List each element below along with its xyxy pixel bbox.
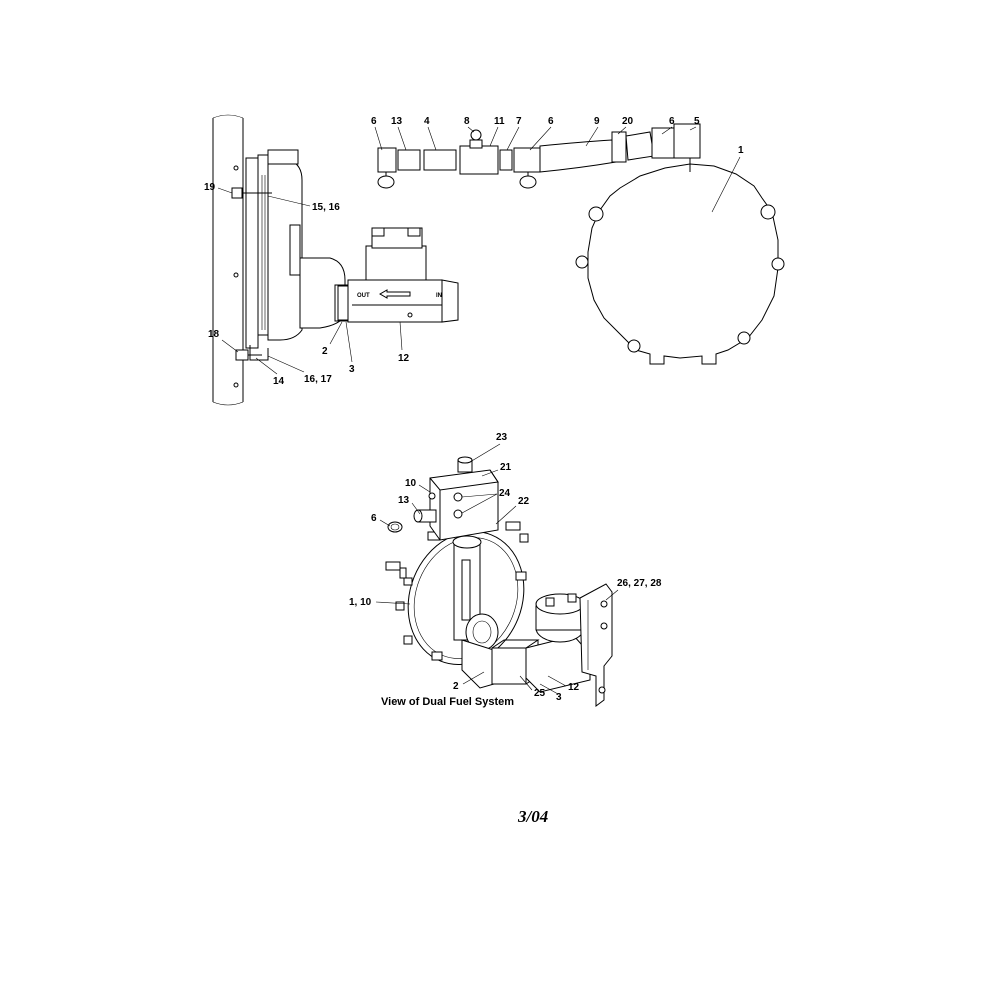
callout-19: 19 [204, 182, 216, 193]
callout-12b: 12 [568, 682, 580, 693]
callout-6d: 6 [371, 513, 377, 524]
callout-1-10: 1, 10 [349, 597, 372, 608]
callout-22: 22 [518, 496, 530, 507]
callout-24: 24 [499, 488, 511, 499]
callout-3b: 3 [556, 692, 562, 703]
dual-fuel-system-view [385, 456, 613, 707]
callout-14: 14 [273, 376, 285, 387]
view-caption: View of Dual Fuel System [381, 696, 514, 708]
callout-20: 20 [622, 116, 634, 127]
callout-3a: 3 [349, 364, 355, 375]
valve-in-label: IN [436, 293, 442, 299]
callout-5: 5 [694, 116, 700, 127]
callout-9: 9 [594, 116, 600, 127]
callout-6b: 6 [548, 116, 554, 127]
flow-arrow-icon [378, 289, 411, 299]
callout-4: 4 [424, 116, 430, 127]
callout-13b: 13 [398, 495, 410, 506]
top-callouts: 6 13 4 8 11 7 6 9 20 6 5 1 19 15, 16 18 … [204, 116, 744, 387]
revision-date: 3/04 [517, 807, 548, 826]
callout-23: 23 [496, 432, 508, 443]
callout-6a: 6 [371, 116, 377, 127]
callout-18: 18 [208, 329, 220, 340]
callout-1: 1 [738, 145, 744, 156]
callout-2a: 2 [322, 346, 328, 357]
callout-7: 7 [516, 116, 522, 127]
solenoid-valve: OUT IN [337, 227, 459, 323]
callout-15-16: 15, 16 [312, 202, 340, 213]
callout-21: 21 [500, 462, 512, 473]
callout-2b: 2 [453, 681, 459, 692]
callout-8: 8 [464, 116, 470, 127]
valve-out-label: OUT [357, 293, 370, 299]
bottom-callouts: 23 21 10 24 13 22 6 26, 27, 28 1, 10 2 1… [349, 432, 662, 703]
callout-11: 11 [494, 116, 505, 127]
callout-6c: 6 [669, 116, 675, 127]
callout-13: 13 [391, 116, 403, 127]
fuel-line-assembly [377, 123, 701, 189]
callout-10: 10 [405, 478, 417, 489]
callout-25: 25 [534, 688, 546, 699]
fuel-tank-outline [575, 163, 785, 365]
callout-26-27-28: 26, 27, 28 [617, 578, 662, 589]
callout-12a: 12 [398, 353, 410, 364]
callout-16-17: 16, 17 [304, 374, 332, 385]
